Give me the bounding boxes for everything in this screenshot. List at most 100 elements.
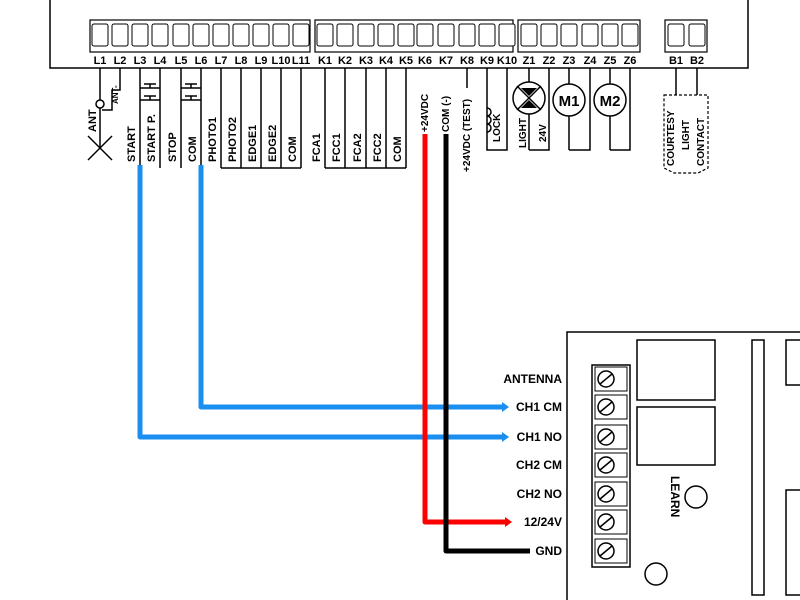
function-label: STOP: [167, 132, 179, 162]
terminal-label: K3: [359, 55, 373, 67]
terminal-leads: [99, 68, 698, 169]
terminal-label: Z2: [543, 55, 556, 67]
wire-start-to-ch1-no: [137, 165, 502, 440]
terminal-label: K6: [418, 55, 432, 67]
terminal-slot: [357, 23, 375, 47]
function-label: PHOTO2: [227, 117, 239, 162]
terminal-block-l: [89, 19, 311, 53]
terminal-slot: [560, 23, 578, 47]
terminal-label: K7: [439, 55, 453, 67]
terminal-label: L6: [195, 55, 208, 67]
terminal-slot: [336, 23, 354, 47]
function-label: START: [126, 126, 138, 162]
terminal-label: K1: [318, 55, 332, 67]
terminal-slot: [581, 23, 599, 47]
terminal-block-z: [517, 19, 641, 53]
terminal-slot: [111, 23, 129, 47]
courtesy-label: COURTESY: [666, 110, 677, 166]
screw-slot: [599, 545, 613, 557]
screw-slot: [599, 488, 613, 500]
terminal-label: L10: [272, 55, 291, 67]
terminal-slot: [377, 23, 395, 47]
motor-2-icon: [593, 83, 627, 117]
terminal-slot: [621, 23, 639, 47]
terminal-label: L5: [175, 55, 188, 67]
terminal-label: K5: [399, 55, 413, 67]
pushbutton-icon: [140, 83, 201, 101]
terminal-slot: [458, 23, 476, 47]
light-voltage-label: 24V: [538, 124, 549, 142]
terminal-label: L1: [94, 55, 107, 67]
terminal-slot: [292, 23, 310, 47]
terminal-slot: [316, 23, 334, 47]
terminal-label: L9: [255, 55, 268, 67]
motor-1-label: M1: [559, 93, 580, 110]
terminal-label: Z1: [523, 55, 536, 67]
terminal-label: L2: [114, 55, 127, 67]
receiver-terminal-label: 12/24V: [524, 515, 562, 529]
screw-slot: [599, 373, 613, 385]
terminal-slot: [252, 23, 270, 47]
terminal-slot: [192, 23, 210, 47]
function-label: LOCK: [492, 113, 503, 142]
learn-label: LEARN: [668, 476, 682, 517]
terminal-block-b: [664, 19, 708, 53]
status-led-icon: [644, 562, 668, 586]
receiver-terminal-label: CH2 CM: [516, 458, 562, 472]
function-label: COM: [287, 136, 299, 162]
terminal-slot: [151, 23, 169, 47]
terminal-slot: [212, 23, 230, 47]
wire-com-to-gnd: [443, 134, 530, 554]
light-bulb-icon: [512, 81, 546, 115]
terminal-label: Z3: [563, 55, 576, 67]
terminal-slot: [397, 23, 415, 47]
screw-slot: [599, 431, 613, 443]
relay-2: [636, 406, 716, 466]
function-label: FCC2: [372, 133, 384, 162]
ant-shield-label: ANT-: [111, 85, 120, 104]
terminal-label: B2: [690, 55, 704, 67]
courtesy-label: LIGHT: [681, 120, 692, 150]
function-label: PHOTO1: [207, 117, 219, 162]
terminal-label: L3: [134, 55, 147, 67]
function-label: START P.: [146, 114, 158, 162]
terminal-label: K9: [480, 55, 494, 67]
terminal-slot: [272, 23, 290, 47]
terminal-slot: [667, 23, 685, 47]
terminal-slot: [520, 23, 538, 47]
function-label: EDGE2: [267, 125, 279, 162]
receiver-screws: [594, 366, 628, 564]
function-label: +24VDC: [420, 94, 431, 132]
learn-button[interactable]: [684, 485, 708, 509]
terminal-slot: [688, 23, 706, 47]
terminal-slot: [91, 23, 109, 47]
screw-slot: [599, 516, 613, 528]
terminal-slot: [498, 23, 516, 47]
function-label: EDGE1: [247, 125, 259, 162]
receiver-header: [751, 339, 765, 596]
terminal-label: B1: [669, 55, 683, 67]
lock-coil-icon: [486, 107, 492, 133]
terminal-slot: [416, 23, 434, 47]
terminal-slots: [91, 23, 706, 47]
function-label: COM (-): [441, 96, 452, 132]
terminal-slot: [478, 23, 496, 47]
receiver-terminal-label: CH2 NO: [517, 487, 562, 501]
receiver-component-top: [785, 339, 800, 386]
terminal-slot: [540, 23, 558, 47]
light-label: LIGHT: [518, 118, 529, 148]
wire-24vdc-to-12-24v: [422, 134, 505, 525]
terminal-label: Z5: [604, 55, 617, 67]
receiver-terminal-label: GND: [535, 544, 562, 558]
wire-arrow-icons: [502, 402, 512, 527]
receiver-terminal-label: CH1 CM: [516, 400, 562, 414]
screw-slot: [599, 401, 613, 413]
receiver-terminal-label: ANTENNA: [503, 372, 562, 386]
relay-1: [636, 339, 716, 401]
terminal-label: K8: [460, 55, 474, 67]
ant-label: ANT: [87, 109, 99, 132]
terminal-label: K4: [379, 55, 394, 67]
terminal-label: K2: [338, 55, 352, 67]
terminal-slot: [172, 23, 190, 47]
